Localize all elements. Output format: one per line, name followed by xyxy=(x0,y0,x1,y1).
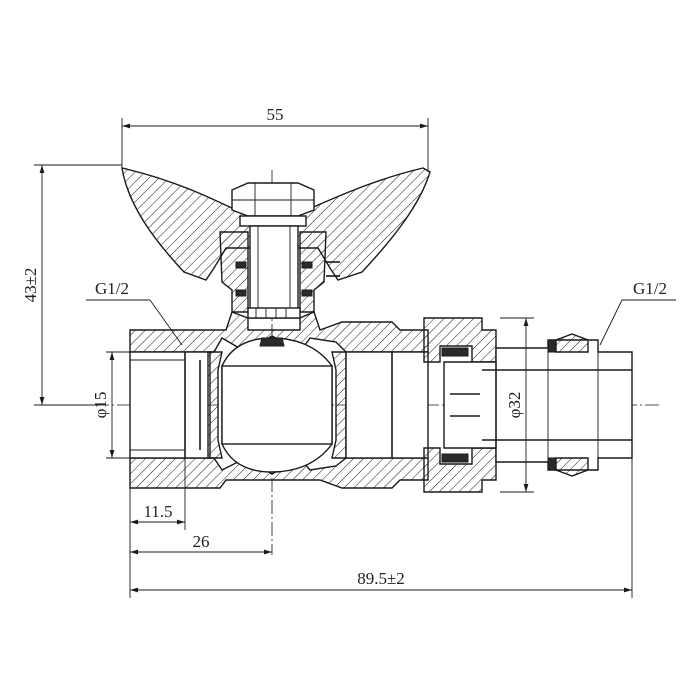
ball-bore xyxy=(221,365,333,445)
valve-body xyxy=(129,311,429,489)
stem xyxy=(249,225,299,319)
dim-bore-diameter: φ15 xyxy=(91,392,110,419)
dimensions: 55 43±2 G1/2 G1/2 φ15 φ32 11.5 26 xyxy=(21,105,676,598)
inlet-bore xyxy=(129,351,211,459)
dim-outlet-thread: G1/2 xyxy=(633,279,667,298)
stem-assembly xyxy=(219,225,340,319)
stem-housing-left xyxy=(219,231,249,313)
dim-height: 43±2 xyxy=(21,268,40,303)
stem-housing-right xyxy=(299,231,327,313)
dim-inlet-thread: G1/2 xyxy=(95,279,129,298)
seat-left xyxy=(207,351,223,459)
butterfly-handle xyxy=(121,167,431,281)
dim-thread-length: 11.5 xyxy=(143,502,172,521)
dim-union-diameter: φ32 xyxy=(505,392,524,419)
hex-nut xyxy=(231,182,315,217)
seat-right xyxy=(331,351,347,459)
dim-top-width: 55 xyxy=(267,105,284,124)
dim-inlet-to-axis: 26 xyxy=(193,532,210,551)
dim-overall-length: 89.5±2 xyxy=(357,569,405,588)
union-connector xyxy=(345,317,633,493)
washer xyxy=(239,215,307,227)
